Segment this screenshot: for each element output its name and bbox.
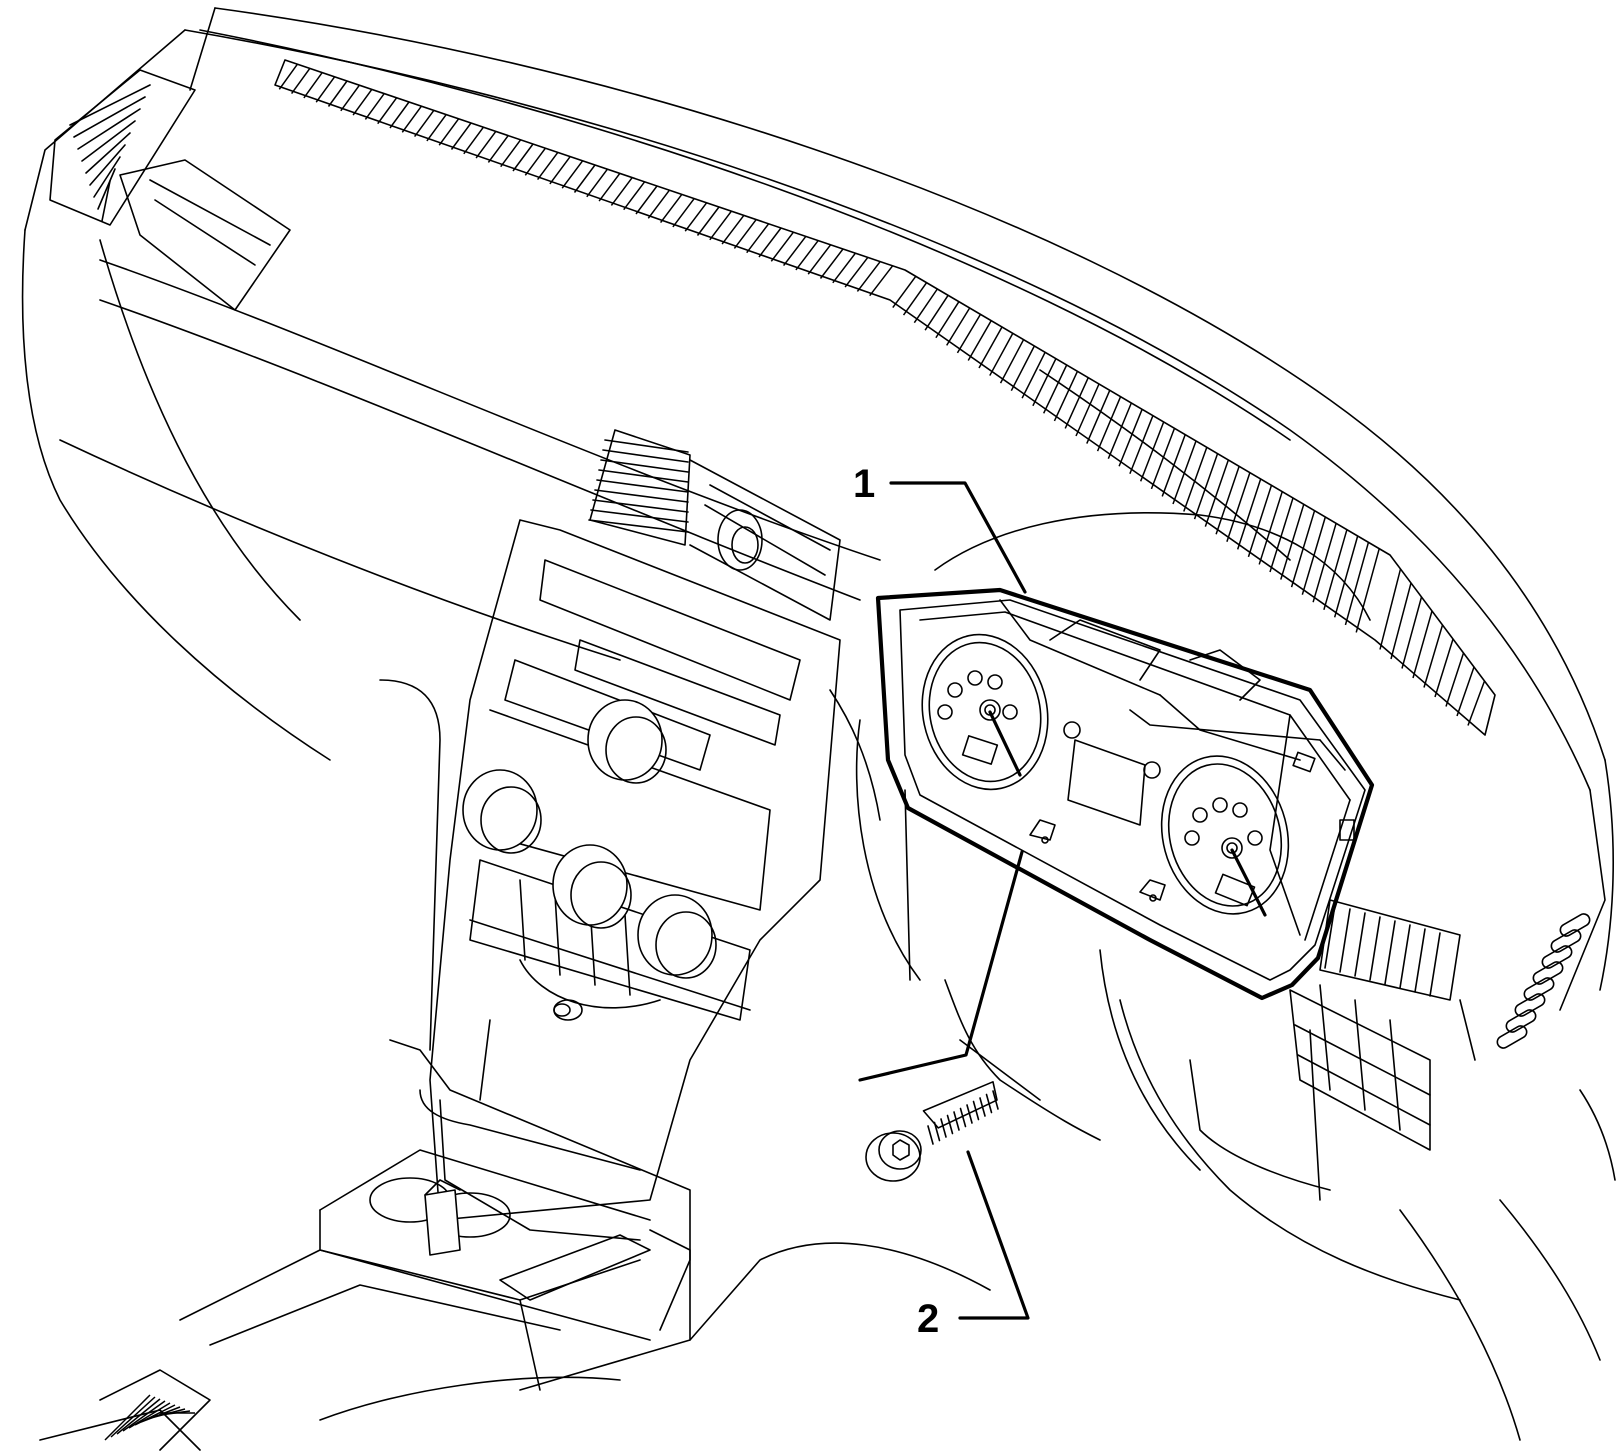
- instrument-cluster: [875, 587, 1375, 1001]
- defrost-vent-strip: [274, 59, 1496, 736]
- lower-console: [39, 1019, 991, 1451]
- left-side-vent: [49, 69, 291, 311]
- callout-label-2: 2: [917, 1297, 939, 1341]
- center-upper-vents: [588, 429, 841, 621]
- dashboard-outline: [21, 7, 1615, 1011]
- callout-leaders: [858, 481, 1030, 1320]
- right-side-vent: [1289, 899, 1591, 1151]
- callout-label-1: 1: [853, 462, 875, 506]
- steering-area: [855, 512, 1616, 1441]
- screw: [865, 1081, 999, 1182]
- center-console: [379, 519, 881, 1221]
